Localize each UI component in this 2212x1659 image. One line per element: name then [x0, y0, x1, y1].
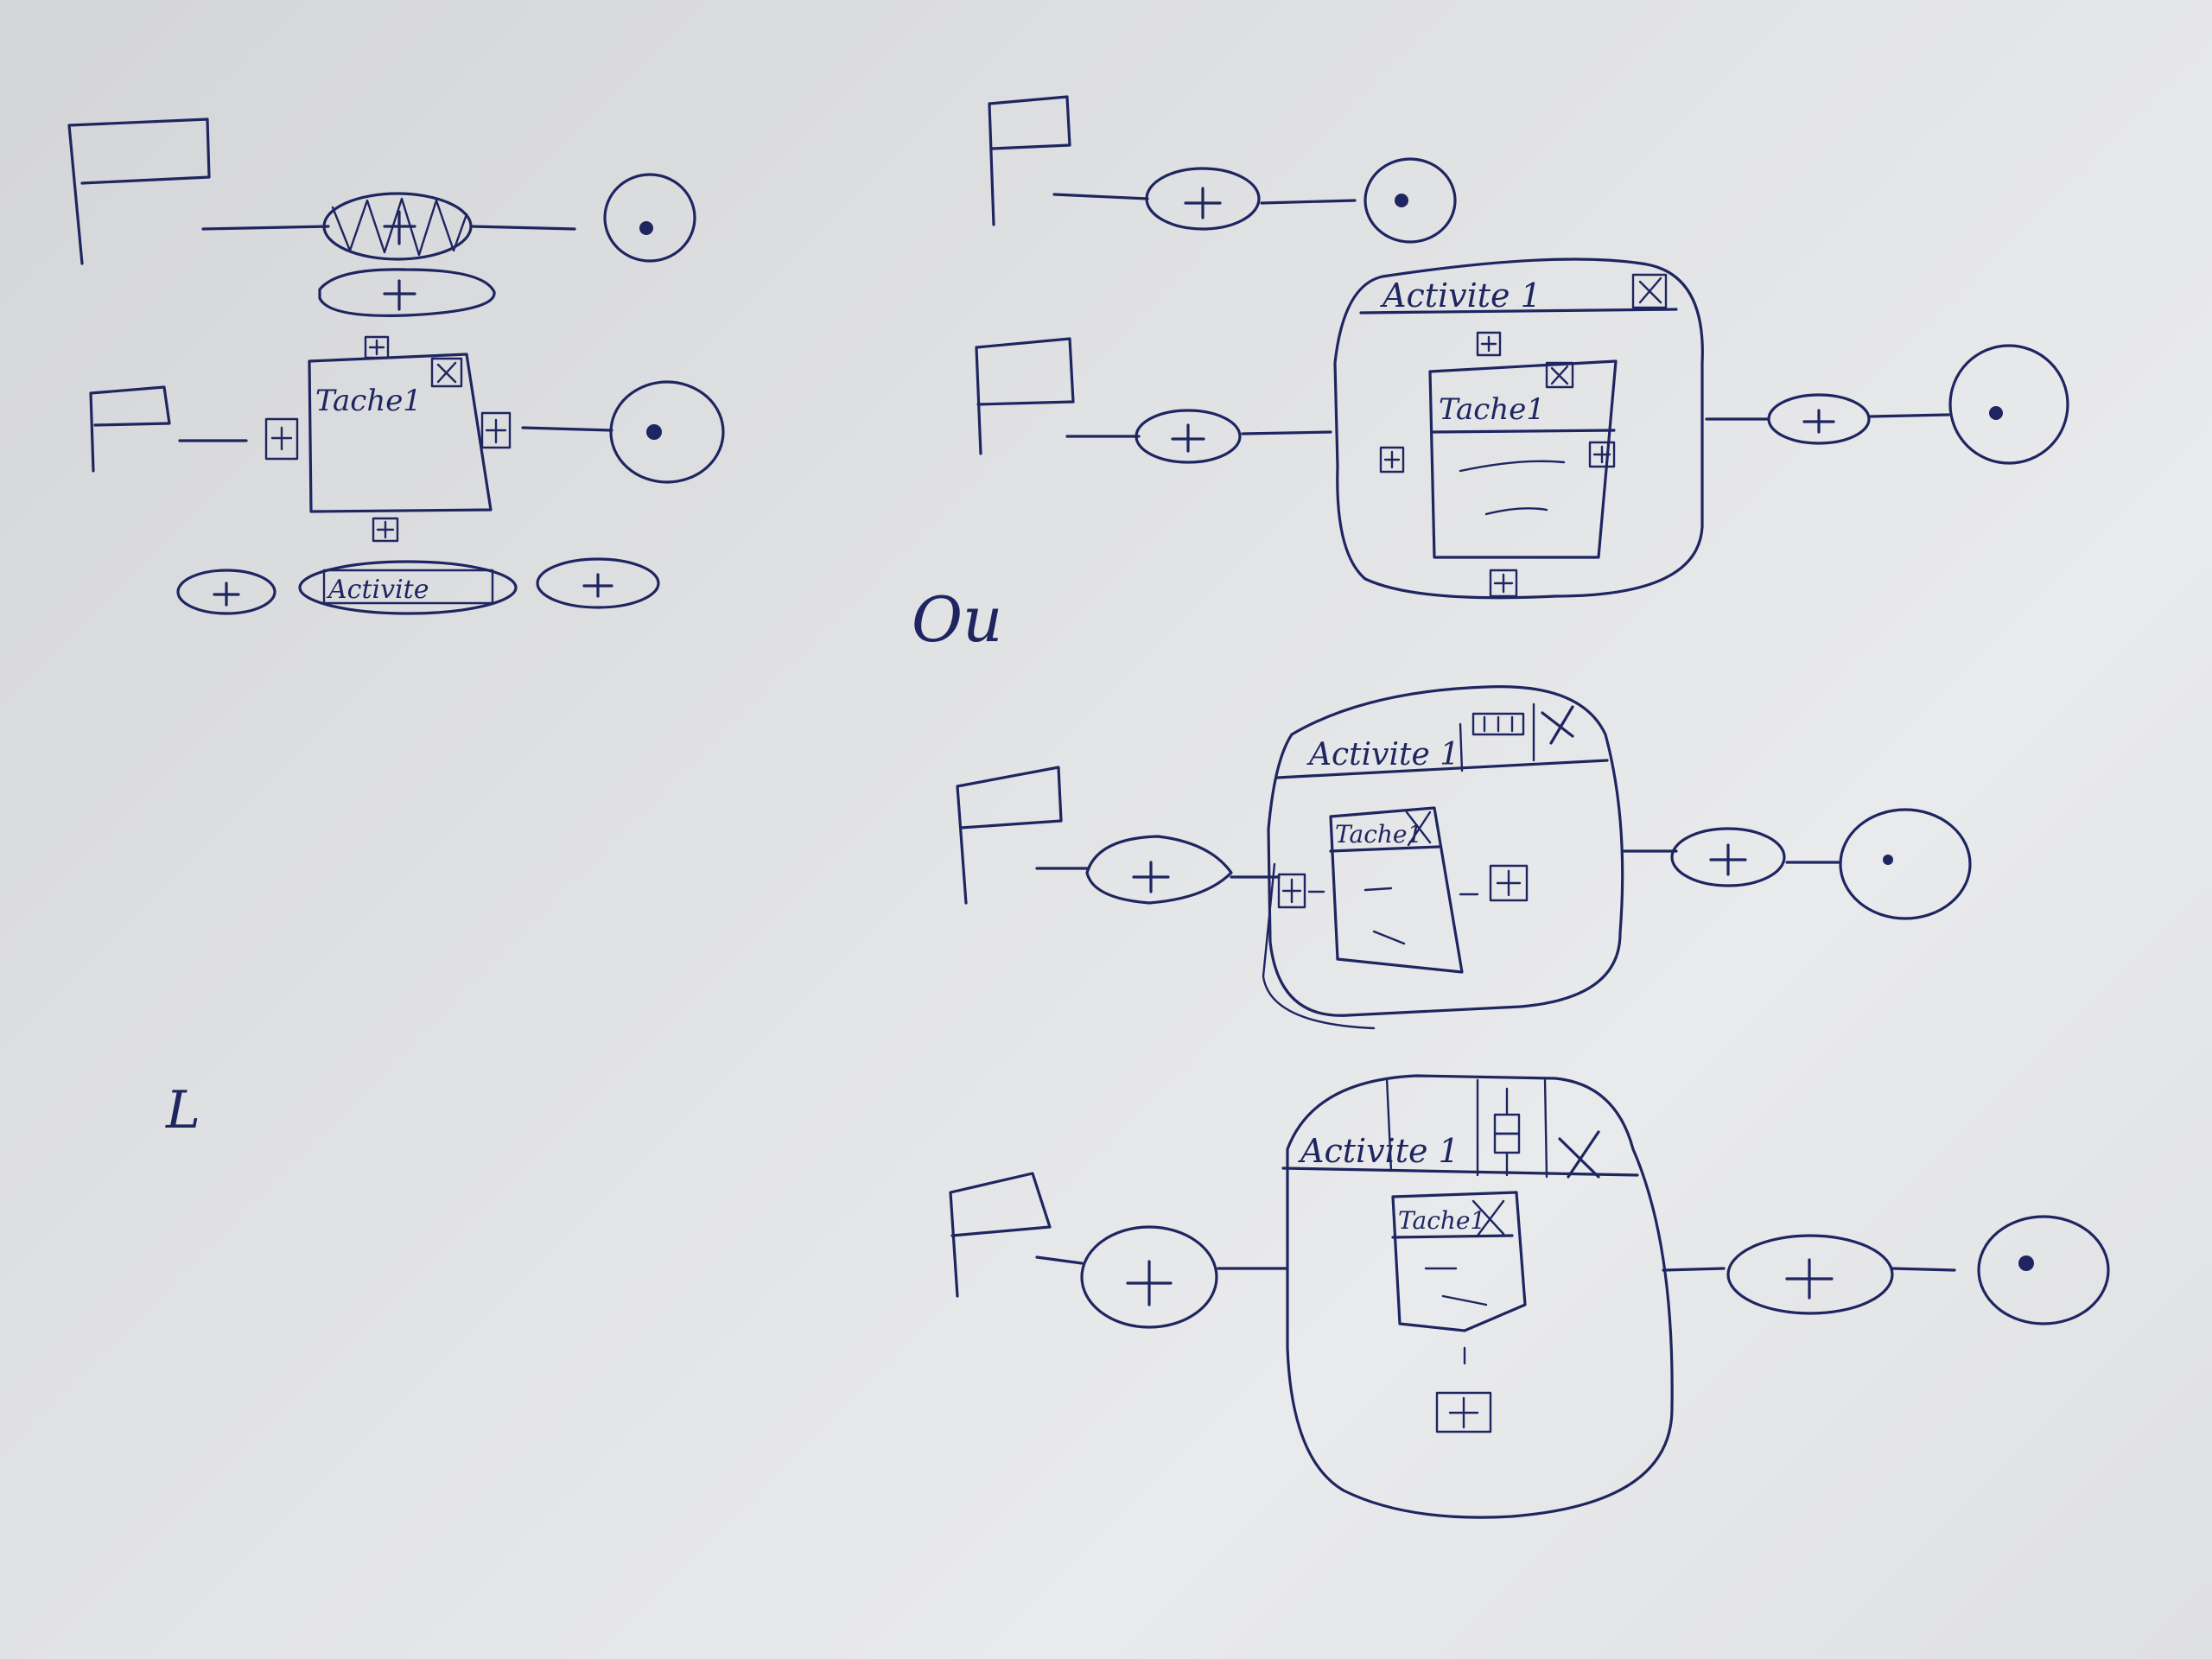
task-box[interactable]: Tache1 [308, 353, 493, 513]
activity-shadow-edge [1262, 862, 1376, 1030]
connector-line [521, 426, 613, 432]
add-top-button[interactable] [364, 335, 390, 359]
activity-container[interactable]: Activite 1 Tache1 [1262, 685, 1624, 1030]
task-box[interactable]: Tache1 [1428, 359, 1618, 559]
sketch-b: Activite 1 Tache1 [975, 95, 2069, 600]
content-line [1372, 930, 1406, 945]
gateway-plus-oval[interactable] [1085, 835, 1233, 905]
task-label: Tache1 [1439, 392, 1545, 427]
end-dot-circle-icon [1948, 344, 2069, 465]
add-bottom-button[interactable] [372, 517, 399, 543]
sketch-a: Tache1 Activite [67, 118, 725, 615]
activity-label: Activite [326, 575, 429, 605]
flag-icon [956, 766, 1063, 905]
x-square-icon[interactable] [1558, 1130, 1600, 1179]
content-line [1441, 1294, 1488, 1306]
add-left-button[interactable] [264, 417, 299, 461]
gateway-plus-oval[interactable] [318, 268, 496, 317]
activity-container[interactable]: Activite 1 Tache1 [1281, 1074, 1674, 1519]
content-line [1459, 460, 1566, 473]
add-right-button[interactable] [1489, 864, 1529, 902]
add-right-button[interactable] [1588, 441, 1616, 468]
connector-line [1260, 199, 1357, 205]
connector-line [1241, 430, 1332, 435]
activity-container[interactable]: Activite 1 Tache1 [1333, 257, 1704, 600]
x-square-icon[interactable] [1541, 705, 1574, 745]
end-dot-circle-icon [609, 380, 725, 484]
x-square-icon[interactable] [1631, 273, 1668, 309]
x-square-icon[interactable] [430, 357, 463, 388]
connector-line [1035, 1255, 1084, 1265]
sketch-c: Activite 1 Tache1 [956, 685, 1972, 1030]
gateway-plus-oval[interactable] [536, 557, 660, 609]
end-dot-circle-icon [1363, 157, 1457, 244]
content-line [1484, 507, 1548, 516]
x-square-icon[interactable] [1471, 1199, 1505, 1237]
connector-line [1052, 193, 1149, 200]
add-bottom-button[interactable] [1489, 569, 1518, 598]
connector-line [469, 225, 576, 231]
task-box[interactable]: Tache1 [1391, 1191, 1527, 1332]
end-dot-circle-icon [603, 173, 696, 263]
connector-line [201, 225, 330, 231]
ellipsis-box-icon[interactable] [1471, 712, 1525, 736]
flag-icon [988, 95, 1071, 226]
gateway-plus-oval[interactable] [1080, 1225, 1218, 1329]
end-dot-circle-icon [1839, 808, 1972, 920]
gateway-plus-oval[interactable] [1726, 1234, 1894, 1315]
end-dot-circle-icon [1977, 1215, 2110, 1325]
separator-text: Ou [912, 583, 1002, 656]
gateway-scribbled[interactable] [322, 192, 473, 261]
add-left-button[interactable] [1277, 873, 1306, 909]
sketch-d: Activite 1 Tache1 [949, 1074, 2110, 1519]
flag-icon [975, 337, 1075, 455]
activity-button[interactable]: Activite [298, 560, 518, 615]
vertical-stepper-icon[interactable] [1493, 1087, 1521, 1177]
margin-mark: L [165, 1080, 200, 1141]
add-bottom-button[interactable] [1435, 1391, 1492, 1433]
task-label: Tache1 [1398, 1206, 1485, 1235]
add-left-button[interactable] [1379, 446, 1405, 474]
add-top-button[interactable] [1476, 331, 1502, 357]
content-line [1363, 887, 1393, 892]
add-right-button[interactable] [480, 411, 512, 449]
connector-line [1869, 413, 1950, 418]
activity-title: Activite 1 [1298, 1132, 1459, 1170]
flag-icon [949, 1172, 1052, 1298]
connector-line [1891, 1267, 1956, 1272]
task-label: Tache1 [315, 384, 422, 418]
gateway-plus-oval[interactable] [1767, 393, 1871, 445]
gateway-plus-oval[interactable] [1145, 167, 1261, 231]
gateway-plus-oval[interactable] [176, 569, 276, 615]
gateway-plus-oval[interactable] [1135, 409, 1242, 464]
activity-title: Activite 1 [1306, 737, 1459, 772]
task-box[interactable]: Tache1 [1329, 806, 1464, 974]
flag-icon [67, 118, 211, 265]
gateway-plus-oval[interactable] [1670, 827, 1786, 887]
connector-line [1662, 1267, 1726, 1272]
task-label: Tache1 [1335, 820, 1422, 849]
x-square-icon[interactable] [1545, 361, 1574, 389]
activity-title: Activite 1 [1380, 276, 1541, 315]
flag-icon [89, 385, 171, 473]
x-square-icon[interactable] [1405, 810, 1432, 847]
